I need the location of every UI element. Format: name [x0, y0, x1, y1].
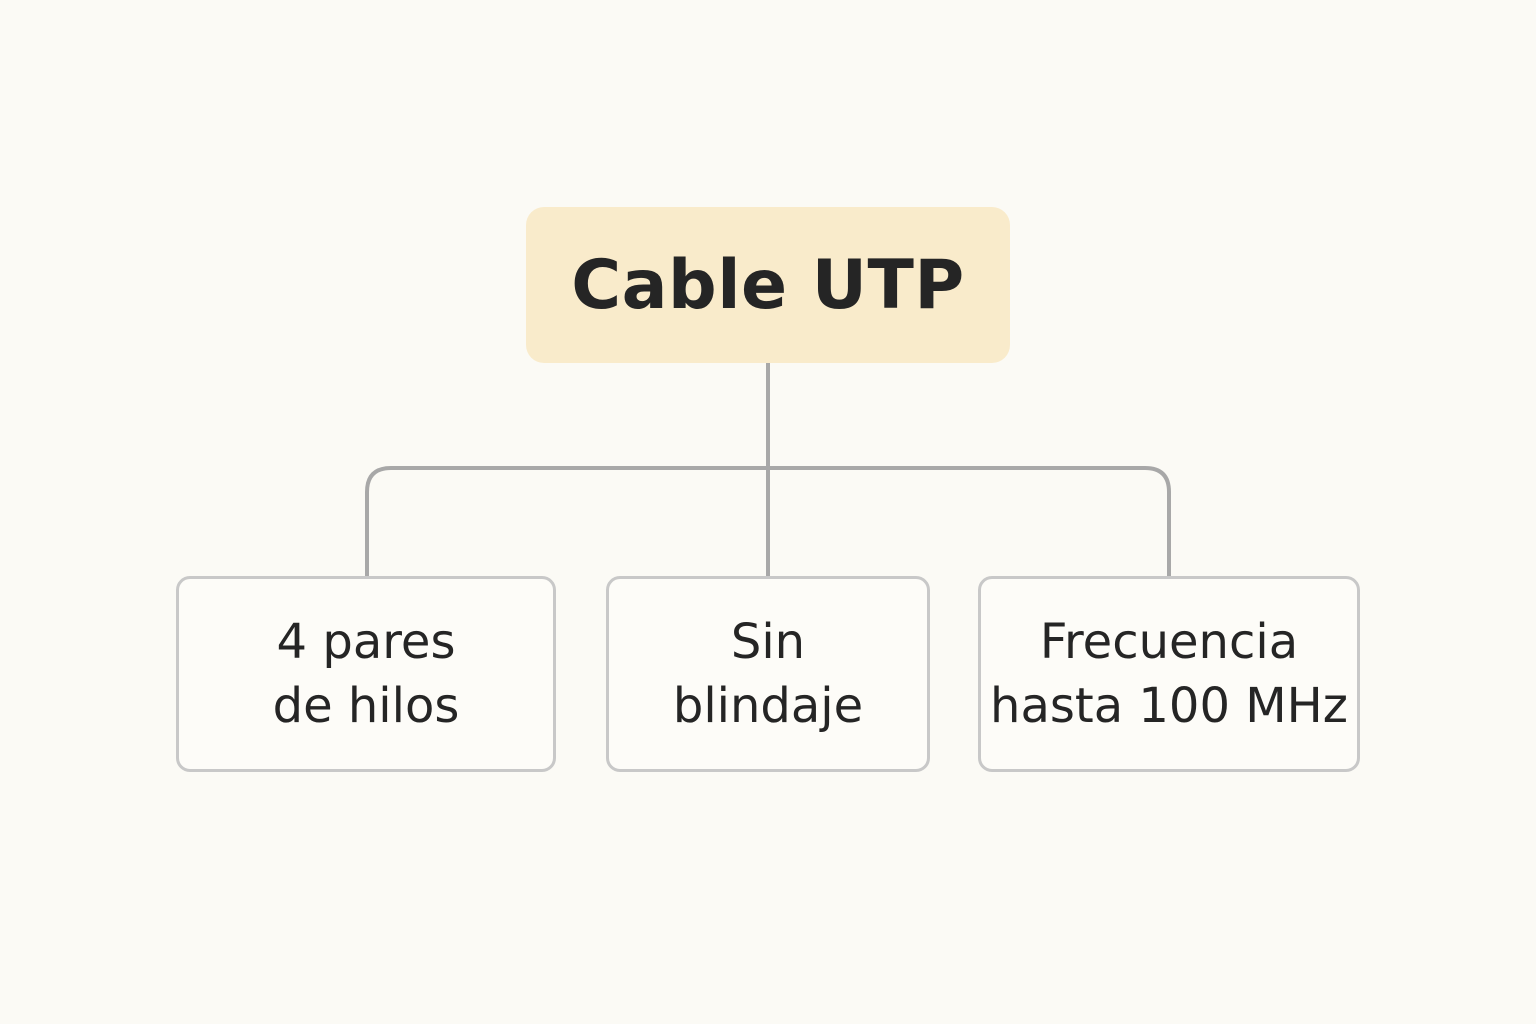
- root-node: Cable UTP: [526, 207, 1010, 363]
- child-label-line-1: Frecuencia: [1039, 614, 1299, 670]
- child-label-line-2: blindaje: [672, 678, 864, 734]
- child-node-pairs: 4 pares de hilos: [176, 576, 556, 772]
- child-label-line-2: hasta 100 MHz: [990, 678, 1348, 734]
- child-node-frequency: Frecuencia hasta 100 MHz: [978, 576, 1360, 772]
- child-node-shielding: Sin blindaje: [606, 576, 930, 772]
- child-label-line-2: de hilos: [272, 678, 460, 734]
- root-label: Cable UTP: [571, 245, 965, 325]
- child-label-line-1: 4 pares: [276, 614, 456, 670]
- child-label-line-1: Sin: [730, 614, 806, 670]
- branch-bar-connector: [365, 466, 1171, 576]
